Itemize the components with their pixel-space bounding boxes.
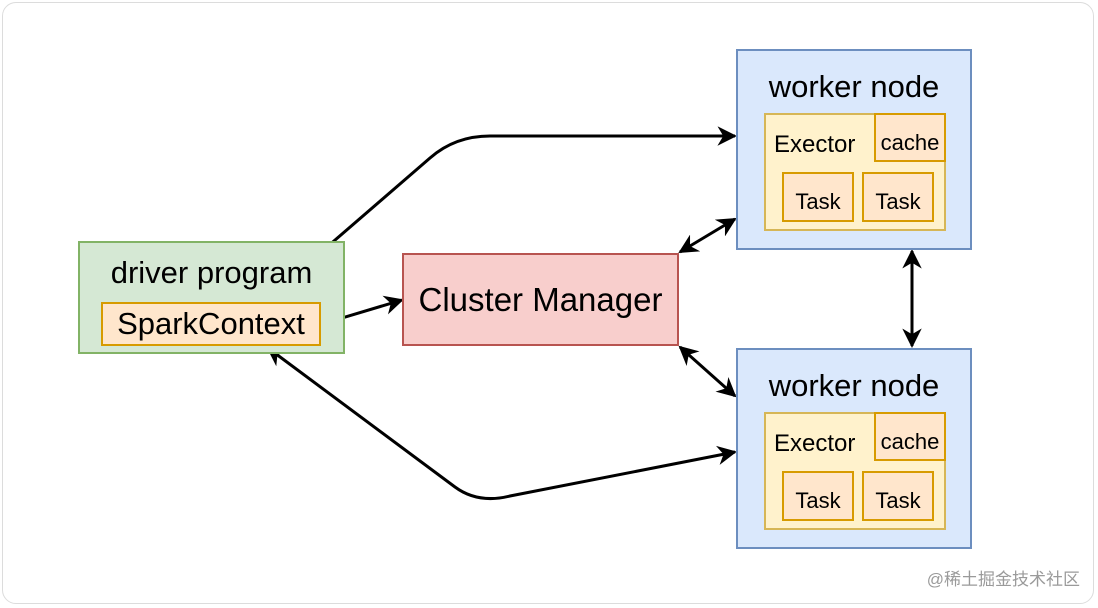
cache-box: cache <box>874 113 946 162</box>
worker-node-2: worker node Exector cache Task Task <box>736 348 972 549</box>
executor-label: Exector <box>774 430 856 457</box>
worker-node-title: worker node <box>768 368 940 403</box>
edge-clustermanager-worker1 <box>678 217 737 254</box>
executor-box: Exector cache Task Task <box>764 412 946 530</box>
executor-box: Exector cache Task Task <box>764 113 946 231</box>
cluster-manager-node: Cluster Manager <box>402 253 679 346</box>
worker-node-title: worker node <box>768 69 940 104</box>
task-box: Task <box>782 172 854 222</box>
worker-node-1: worker node Exector cache Task Task <box>736 49 972 250</box>
watermark-text: @稀土掘金技术社区 <box>926 570 1080 589</box>
executor-label: Exector <box>774 131 856 158</box>
spark-context-node: SparkContext <box>101 302 321 346</box>
task-box: Task <box>782 471 854 521</box>
edge-context-worker2 <box>266 346 737 500</box>
edge-context-worker1 <box>266 126 737 300</box>
edge-clustermanager-worker2 <box>678 345 737 398</box>
driver-program-title: driver program <box>110 255 313 290</box>
task-box: Task <box>862 172 934 222</box>
cache-box: cache <box>874 412 946 461</box>
task-box: Task <box>862 471 934 521</box>
